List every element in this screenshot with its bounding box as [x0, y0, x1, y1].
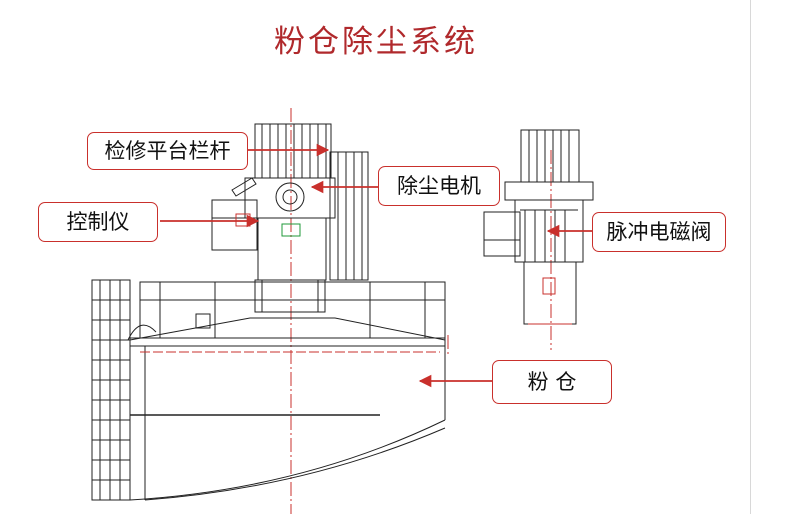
page-edge-line: [750, 0, 751, 514]
diagram-title: 粉仓除尘系统: [274, 24, 478, 60]
silo-body: [91, 279, 446, 501]
label-silo: 粉 仓: [492, 360, 612, 404]
centerlines: [290, 108, 552, 514]
right-dust-collector: [483, 129, 594, 325]
leader-arrows: [160, 143, 592, 388]
label-valve: 脉冲电磁阀: [592, 212, 726, 252]
label-railing: 检修平台栏杆: [87, 132, 248, 170]
label-controller: 控制仪: [38, 202, 158, 242]
main-dust-collector: [211, 123, 369, 313]
label-fan-motor: 除尘电机: [378, 166, 500, 206]
